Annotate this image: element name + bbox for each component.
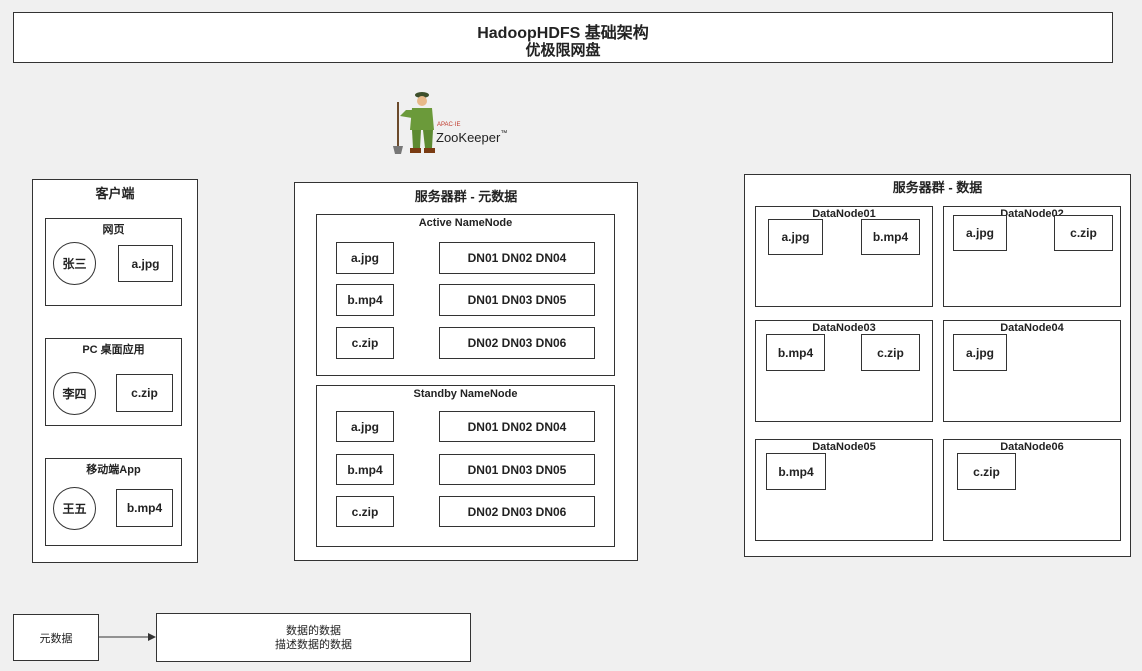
- data-file-box: b.mp4: [766, 453, 826, 490]
- legend-definition-line1: 数据的数据: [286, 624, 341, 637]
- meta-file-box: b.mp4: [336, 284, 394, 316]
- client-group-title: 网页: [102, 224, 125, 236]
- zookeeper-brand-text: ZooKeeper: [436, 130, 501, 145]
- active-namenode-title: Active NameNode: [418, 217, 513, 229]
- data-file-box: a.jpg: [953, 215, 1007, 251]
- meta-nodes-box: DN02 DN03 DN06: [439, 496, 595, 527]
- header-box: HadoopHDFS 基础架构 优极限网盘: [13, 12, 1113, 63]
- datanode-title: DataNode03: [812, 322, 876, 334]
- client-group-title: PC 桌面应用: [82, 344, 145, 356]
- meta-nodes-box: DN01 DN03 DN05: [439, 454, 595, 485]
- meta-file-box: a.jpg: [336, 411, 394, 442]
- datanode-title: DataNode04: [1000, 322, 1064, 334]
- user-circle: 李四: [53, 372, 96, 415]
- user-circle: 张三: [53, 242, 96, 285]
- zookeeper-keeper-icon: [393, 92, 435, 154]
- zookeeper-small-text: APAC·IE: [437, 122, 461, 128]
- legend-term: 元数据: [39, 632, 73, 645]
- meta-nodes-box: DN01 DN02 DN04: [439, 411, 595, 442]
- data-file-box: c.zip: [957, 453, 1016, 490]
- meta-nodes-box: DN02 DN03 DN06: [439, 327, 595, 359]
- legend-definition-line2: 描述数据的数据: [275, 638, 352, 651]
- data-file-box: a.jpg: [953, 334, 1007, 371]
- meta-file-box: b.mp4: [336, 454, 394, 485]
- client-file-box: b.mp4: [116, 489, 173, 527]
- data-file-box: a.jpg: [768, 219, 823, 255]
- data-file-box: b.mp4: [861, 219, 920, 255]
- client-group-title: 移动端App: [86, 464, 141, 476]
- header-subtitle: 优极限网盘: [525, 42, 601, 59]
- zookeeper-logo: APAC·IE ZooKeeper™: [388, 88, 518, 158]
- standby-namenode-title: Standby NameNode: [413, 388, 518, 400]
- user-circle: 王五: [53, 487, 96, 530]
- client-file-box: a.jpg: [118, 245, 173, 282]
- meta-nodes-box: DN01 DN03 DN05: [439, 284, 595, 316]
- client-title: 客户端: [95, 186, 135, 201]
- data-file-box: c.zip: [1054, 215, 1113, 251]
- meta-file-box: c.zip: [336, 327, 394, 359]
- header-title: HadoopHDFS 基础架构: [477, 25, 649, 42]
- metadata-title: 服务器群 - 元数据: [414, 189, 518, 204]
- meta-nodes-box: DN01 DN02 DN04: [439, 242, 595, 274]
- zookeeper-brand: ZooKeeper™: [436, 130, 507, 145]
- datanode-title: DataNode02: [1000, 208, 1064, 220]
- legend-term-box: 元数据: [13, 614, 99, 661]
- data-file-box: b.mp4: [766, 334, 825, 371]
- client-file-box: c.zip: [116, 374, 173, 412]
- meta-file-box: c.zip: [336, 496, 394, 527]
- legend-definition-box: 数据的数据 描述数据的数据: [156, 613, 471, 662]
- datanode-title: DataNode01: [812, 208, 876, 220]
- datanode-title: DataNode05: [812, 441, 876, 453]
- meta-file-box: a.jpg: [336, 242, 394, 274]
- data-title: 服务器群 - 数据: [892, 180, 983, 195]
- datanode-title: DataNode06: [1000, 441, 1064, 453]
- zookeeper-tm: ™: [500, 130, 508, 137]
- data-file-box: c.zip: [861, 334, 920, 371]
